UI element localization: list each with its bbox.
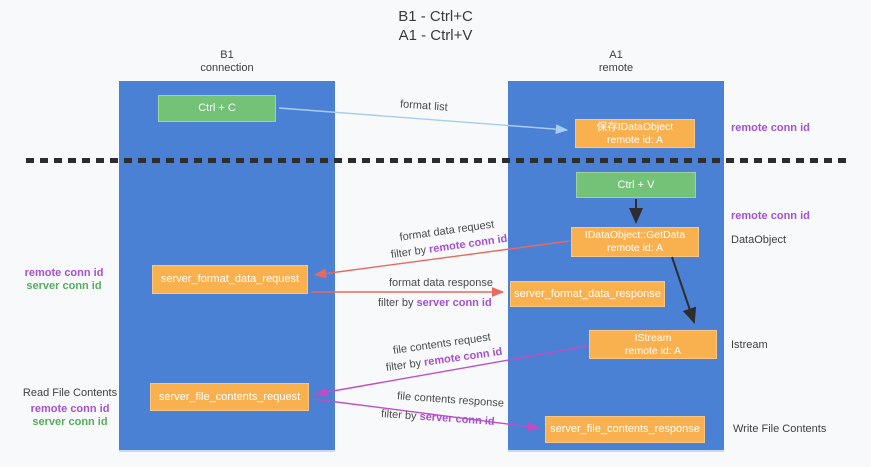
server-file-contents-response-box: server_file_contents_response	[545, 416, 705, 443]
getdata-box: IDataObject::GetData remote id: A	[571, 227, 699, 257]
dashed-separator	[26, 158, 846, 163]
left-remote-conn-id-2: remote conn id	[30, 403, 110, 415]
server-format-data-request-label: server_format_data_request	[160, 273, 300, 285]
getdata-line2: remote id: A	[606, 242, 664, 254]
right-column-name: A1	[609, 49, 623, 61]
save-dataobject-line2: remote id: A	[606, 133, 664, 146]
right-remote-conn-id-top: remote conn id	[731, 122, 810, 134]
server-format-data-response-label: server_format_data_response	[514, 287, 661, 300]
ctrl-c-label: Ctrl + C	[198, 102, 236, 114]
filter-by-prefix: filter by	[380, 408, 420, 423]
format-data-response-label: format data response	[389, 277, 493, 289]
save-dataobject-line1: 保存IDataObject	[596, 120, 674, 133]
filter-by-server-conn-id-label-2: filter by server conn id	[381, 408, 495, 428]
left-column-role: connection	[200, 62, 254, 74]
filter-by-server-conn-id-label-1: filter by server conn id	[378, 297, 492, 309]
left-remote-conn-id-1: remote conn id	[24, 267, 104, 279]
getdata-line1: IDataObject::GetData	[584, 229, 686, 241]
diagram-title: B1 - Ctrl+C A1 - Ctrl+V	[0, 7, 871, 45]
server-conn-id-highlight: server conn id	[419, 410, 495, 428]
left-column-header: B1 connection	[119, 49, 335, 75]
file-contents-response-label: file contents response	[396, 390, 505, 410]
filter-by-prefix: filter by	[385, 356, 425, 375]
format-data-request-label-group: format data request filter by remote con…	[382, 216, 515, 262]
istream-annotation: Istream	[731, 339, 768, 351]
right-column-role: remote	[598, 62, 634, 74]
write-file-contents-annotation: Write File Contents	[733, 423, 827, 435]
left-server-conn-id-1: server conn id	[26, 280, 102, 292]
left-column-name: B1	[220, 49, 234, 61]
server-format-data-response-box: server_format_data_response	[510, 281, 665, 307]
filter-by-prefix: filter by	[390, 243, 430, 262]
title-line-2: A1 - Ctrl+V	[398, 27, 473, 44]
istream-box: IStream remote id: A	[589, 330, 717, 359]
server-format-data-request-box: server_format_data_request	[152, 265, 308, 294]
server-file-contents-request-box: server_file_contents_request	[150, 383, 309, 411]
save-dataobject-box: 保存IDataObject remote id: A	[575, 119, 695, 148]
right-column-header: A1 remote	[508, 49, 724, 75]
title-line-1: B1 - Ctrl+C	[398, 8, 473, 25]
read-file-contents-annotation: Read File Contents	[22, 387, 118, 399]
server-file-contents-response-label: server_file_contents_response	[550, 423, 700, 435]
ctrl-v-box: Ctrl + V	[576, 172, 696, 198]
left-server-conn-id-2: server conn id	[32, 416, 108, 428]
istream-line1: IStream	[634, 331, 672, 344]
format-list-label: format list	[399, 98, 449, 114]
server-conn-id-highlight: server conn id	[416, 297, 492, 309]
filter-by-prefix: filter by	[378, 297, 417, 309]
istream-line2: remote id: A	[624, 344, 682, 357]
ctrl-c-box: Ctrl + C	[158, 95, 276, 122]
ctrl-v-label: Ctrl + V	[617, 178, 655, 191]
right-remote-conn-id-mid: remote conn id	[731, 210, 810, 222]
server-file-contents-request-label: server_file_contents_request	[158, 390, 301, 403]
dataobject-annotation: DataObject	[731, 234, 787, 246]
file-contents-request-label-group: file contents request filter by remote c…	[377, 329, 510, 375]
